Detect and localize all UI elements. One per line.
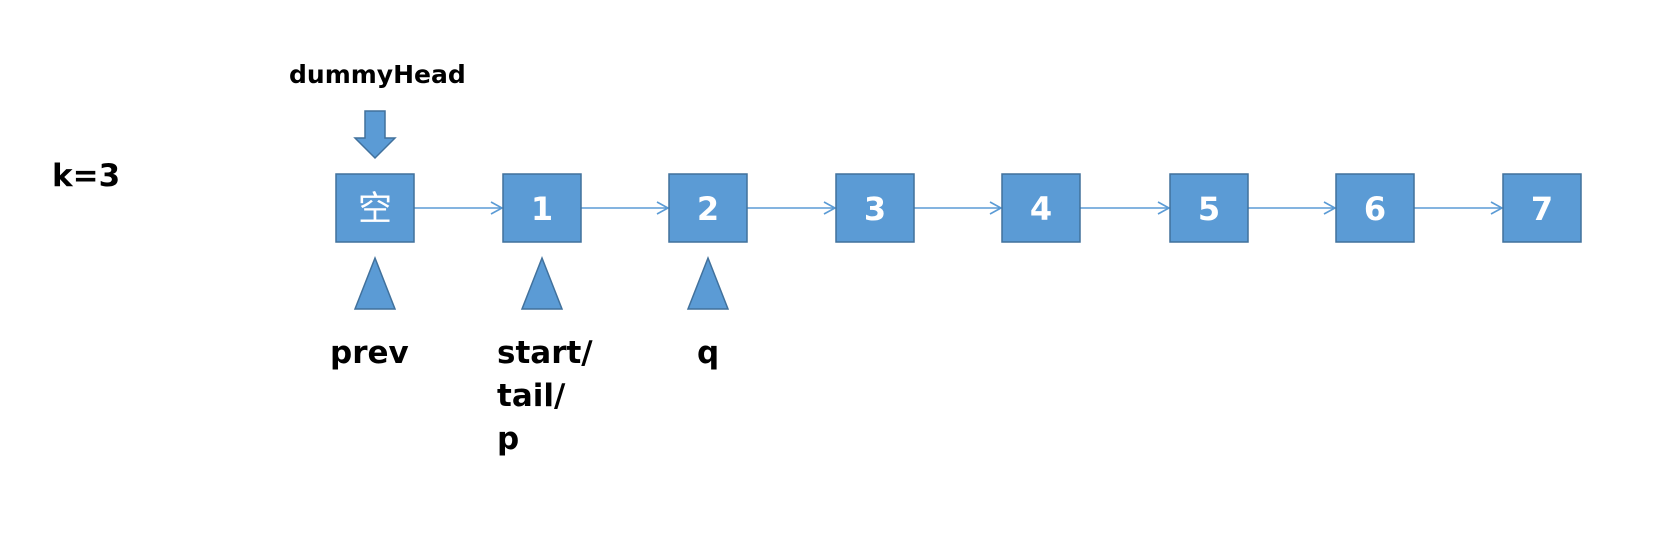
list-node-n5: 5 — [1169, 173, 1249, 243]
pointer-label-q: q — [697, 332, 719, 375]
node-box — [1169, 173, 1249, 243]
node-box — [1001, 173, 1081, 243]
list-node-dummy: 空 — [335, 173, 415, 243]
node-box — [1335, 173, 1415, 243]
pointer-label-line: tail/ — [497, 378, 566, 414]
pointer-label-prev: prev — [330, 332, 409, 375]
node-label: 2 — [697, 190, 719, 228]
pointer-label-line: p — [497, 421, 520, 457]
nodes: 空 1 2 3 4 5 6 7 — [335, 173, 1582, 243]
node-label: 3 — [864, 190, 886, 228]
node-box — [835, 173, 915, 243]
node-label: 6 — [1364, 190, 1386, 228]
pointer-markers — [353, 255, 730, 310]
node-label: 7 — [1531, 190, 1553, 228]
node-box — [668, 173, 748, 243]
node-box — [1502, 173, 1582, 243]
node-label: 4 — [1030, 190, 1052, 228]
list-node-n1: 1 — [502, 173, 582, 243]
pointer-label-line: q — [697, 335, 720, 371]
pointer-label-start-tail-p: start/ tail/ p — [497, 332, 593, 461]
list-node-n6: 6 — [1335, 173, 1415, 243]
pointer-triangle-icon — [353, 255, 397, 310]
list-node-n3: 3 — [835, 173, 915, 243]
list-node-n7: 7 — [1502, 173, 1582, 243]
pointer-triangle-icon — [686, 255, 730, 310]
node-box — [502, 173, 582, 243]
node-label: 空 — [358, 189, 392, 229]
list-node-n2: 2 — [668, 173, 748, 243]
list-node-n4: 4 — [1001, 173, 1081, 243]
pointer-label-line: start/ — [497, 335, 593, 371]
node-label: 5 — [1198, 190, 1220, 228]
dummy-head-arrow-icon — [353, 110, 397, 160]
pointer-triangle-icon — [520, 255, 564, 310]
dummy-head-label: dummyHead — [289, 60, 466, 89]
pointer-label-line: prev — [330, 335, 409, 371]
k-value-label: k=3 — [52, 158, 121, 194]
node-box — [335, 173, 415, 243]
node-label: 1 — [531, 190, 553, 228]
